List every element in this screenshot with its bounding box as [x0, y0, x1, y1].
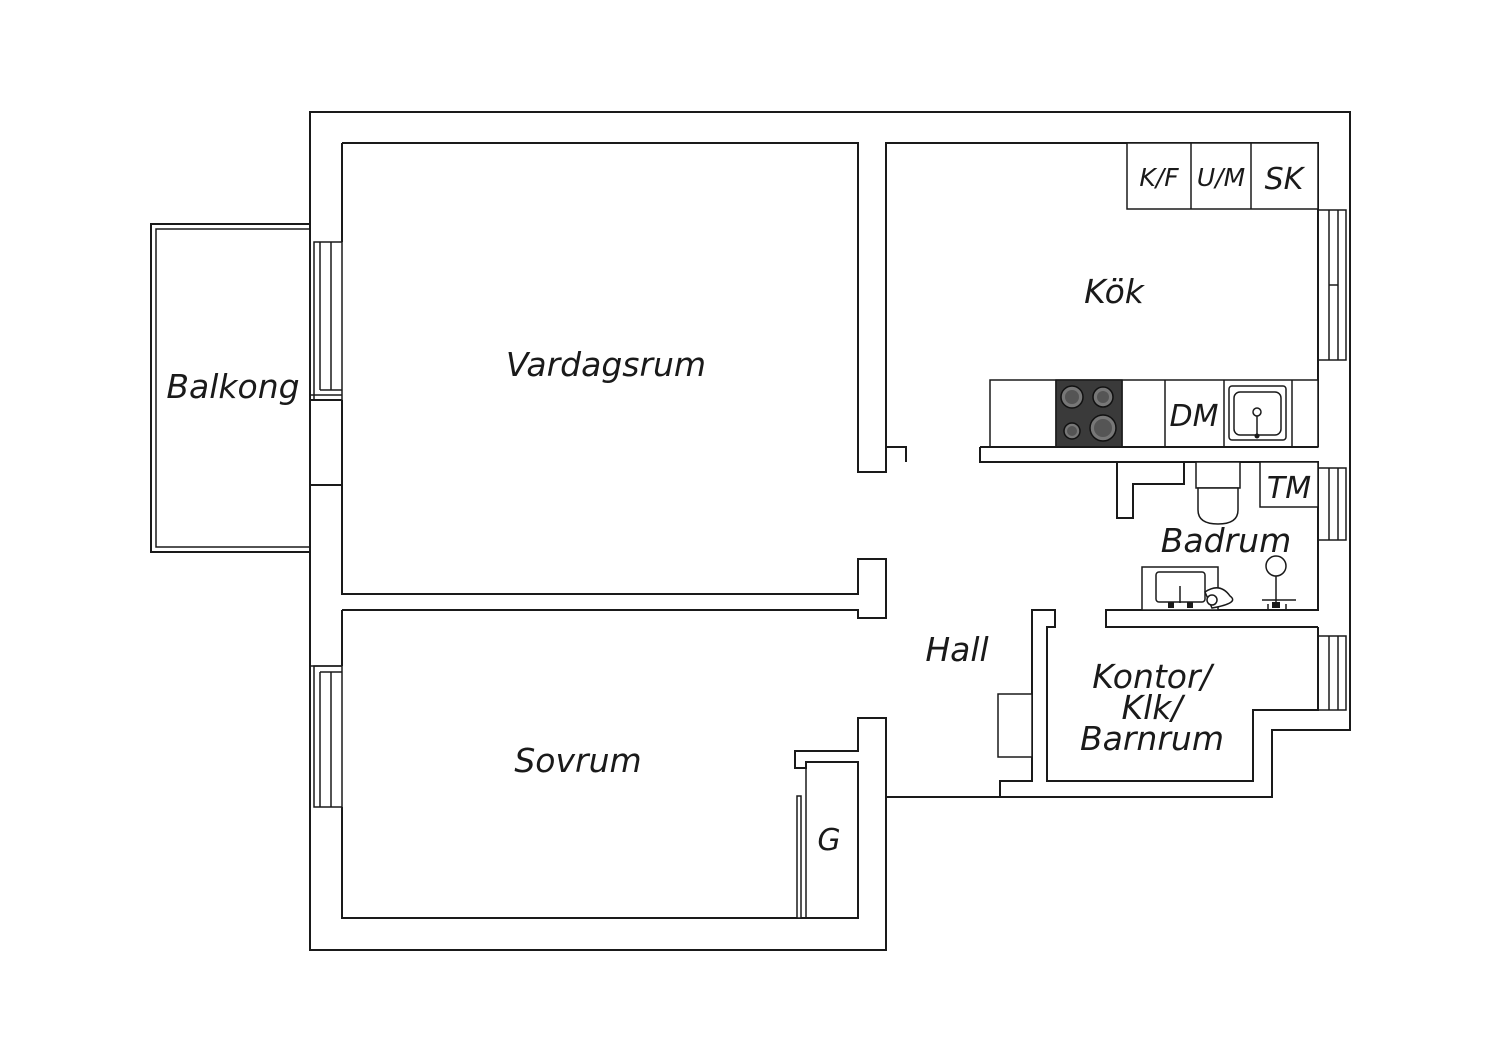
kitchen-sink-icon [1228, 385, 1287, 441]
fixture-label-microwave: U/M [1197, 163, 1245, 192]
toilet-icon [1195, 461, 1241, 525]
fixture-label-wardrobe: G [817, 823, 840, 858]
room-label-bathroom: Badrum [1161, 521, 1291, 560]
room-label-balcony: Balkong [166, 367, 299, 406]
kitchen-tall-units [1126, 142, 1319, 210]
outer-wall [309, 111, 1351, 951]
shower-icon [1262, 555, 1296, 610]
bathroom-window [1317, 467, 1347, 541]
room-label-office-3: Barnrum [1080, 719, 1224, 758]
office-window [1317, 635, 1347, 711]
living-room-window [310, 241, 343, 401]
dryer-box [1259, 461, 1319, 508]
room-label-living-room: Vardagsrum [506, 345, 706, 384]
balcony [150, 223, 310, 553]
bedroom-window [310, 665, 343, 808]
room-label-kitchen: Kök [1084, 272, 1146, 311]
fixture-label-cabinet: SK [1265, 162, 1306, 197]
washbasin-icon [1141, 566, 1234, 611]
fixture-label-fridge-freezer: K/F [1139, 163, 1179, 192]
bedroom-walls [341, 610, 908, 919]
office-walls [999, 609, 1319, 797]
living-room-walls [342, 142, 907, 473]
kitchen-window [1317, 209, 1347, 361]
fixture-label-dryer: TM [1267, 471, 1311, 506]
hob-icon [1055, 379, 1123, 448]
room-label-hall: Hall [925, 630, 988, 669]
room-label-bedroom: Sovrum [514, 741, 641, 780]
room-label-office-2: Klk/ [1121, 688, 1186, 727]
wardrobe-door-icon [796, 768, 807, 919]
fixture-label-dishwasher: DM [1170, 399, 1219, 434]
room-label-office-1: Kontor/ [1092, 657, 1215, 696]
hall-cabinet [997, 693, 1033, 758]
kitchen-bath-divider [979, 446, 1318, 519]
